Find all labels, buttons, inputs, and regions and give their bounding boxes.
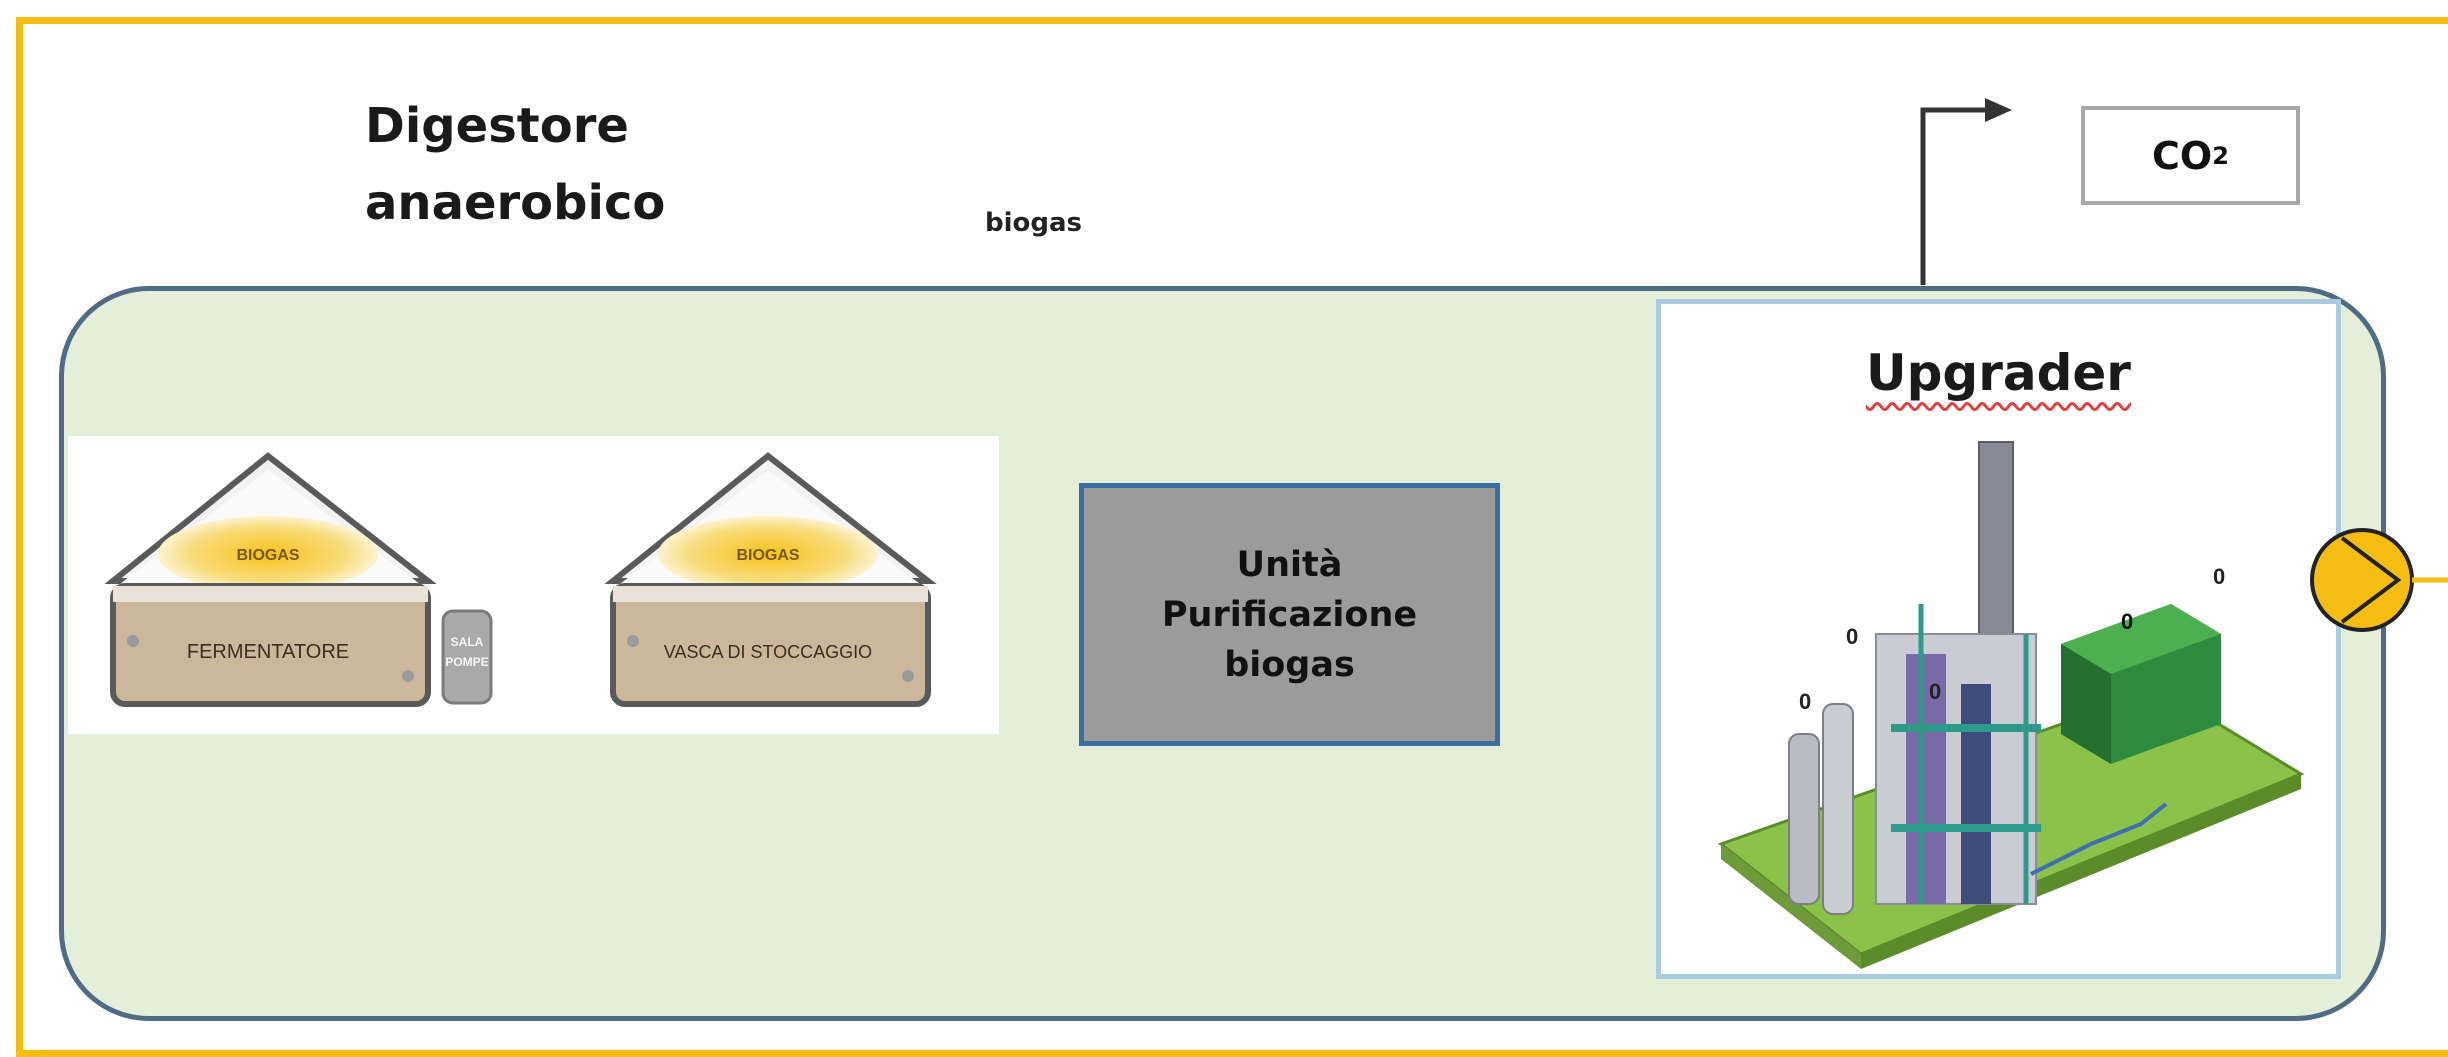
fermenter-tank: BIOGAS FERMENTATORE	[104, 452, 437, 707]
upgrader-illustration: 0 0 0 0 0	[1717, 441, 2305, 969]
storage-tank: BIOGAS VASCA DI STOCCAGGIO	[604, 452, 937, 707]
connectors-layer	[1920, 98, 2448, 632]
upgrader-tag-4: 0	[2121, 609, 2133, 634]
pump-room-line1: SALA	[451, 635, 484, 649]
digester-illustration: BIOGAS FERMENTATORE SALA POMPE BIOGAS VA…	[68, 436, 999, 734]
fermenter-label: FERMENTATORE	[187, 641, 349, 663]
purification-line1: Unità	[1236, 544, 1343, 585]
upgrader-tag-3: 0	[1929, 679, 1941, 704]
co2-label: CO	[2152, 133, 2213, 178]
upgrader-tag-2: 0	[1846, 624, 1858, 649]
upgrader-tag-1: 0	[1799, 689, 1811, 714]
upgrader-title: Upgrader	[1866, 344, 2131, 402]
fermenter-biogas-label: BIOGAS	[236, 547, 299, 564]
storage-biogas-label: BIOGAS	[736, 547, 799, 564]
digester-title-line2: anaerobico	[365, 175, 666, 231]
digester-title-line1: Digestore	[365, 98, 629, 154]
purification-unit-box: Unità Purificazione biogas	[1079, 483, 1500, 746]
co2-subscript: 2	[2212, 141, 2229, 170]
pump-icon	[2310, 528, 2448, 632]
biogas-flow-label: biogas	[985, 208, 1083, 238]
upgrader-tag-5: 0	[2213, 564, 2225, 589]
storage-label: VASCA DI STOCCAGGIO	[664, 642, 872, 662]
pump-room-block: SALA POMPE	[441, 609, 493, 705]
purification-line3: biogas	[1224, 644, 1355, 685]
arrow-up-right-icon	[1920, 98, 2012, 285]
pump-room-line2: POMPE	[445, 655, 488, 669]
upgrader-box: Upgrader 0 0 0 0 0	[1656, 299, 2341, 979]
purification-line2: Purificazione	[1161, 594, 1418, 635]
